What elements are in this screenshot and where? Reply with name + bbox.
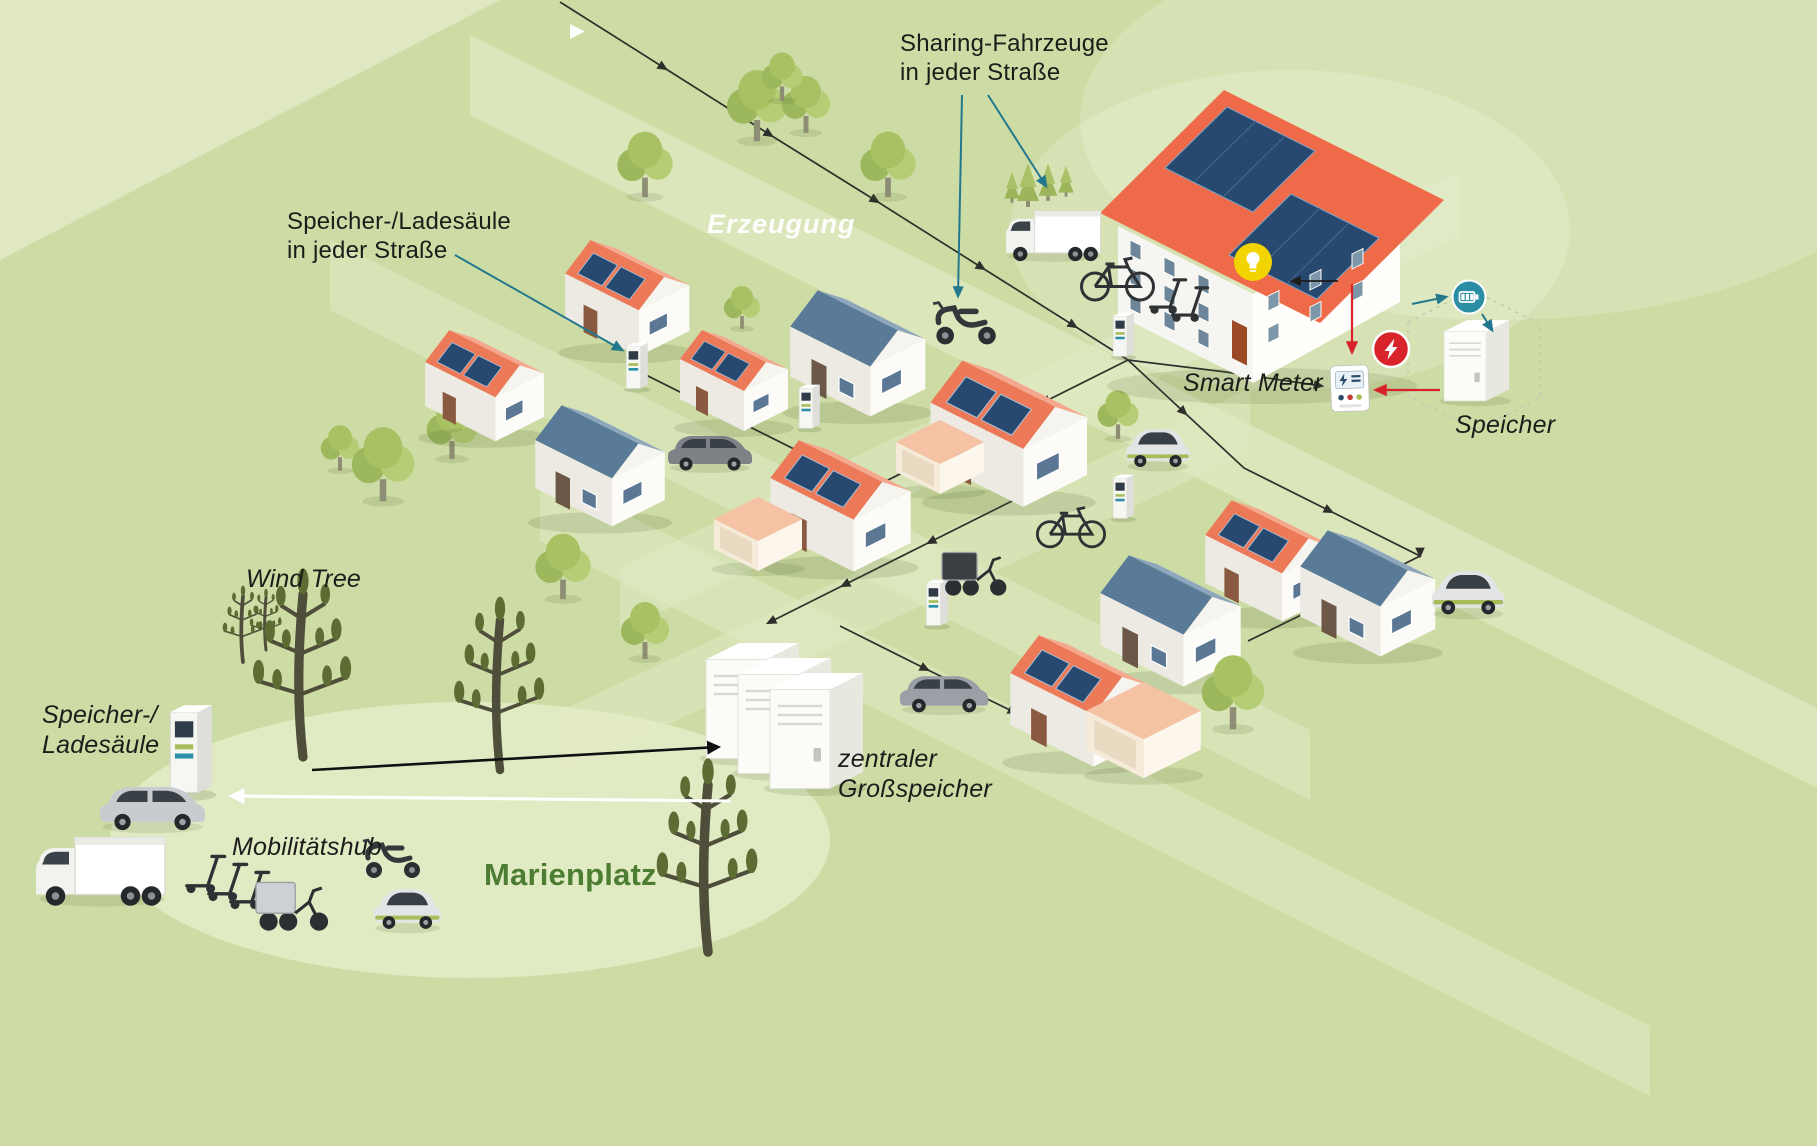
light-grass-patch (0, 0, 500, 260)
charging-column (796, 384, 823, 433)
apartment-building-solar (1100, 90, 1444, 404)
charging-column (164, 704, 218, 802)
label-sharing-vehicles: Sharing-Fahrzeuge in jeder Straße (900, 30, 1109, 86)
charging-column (623, 342, 651, 394)
power-flow-arrows-red (1345, 284, 1440, 397)
label-wind-tree: Wind Tree (246, 565, 362, 593)
pointer-arrow-white (228, 788, 731, 805)
battery-icon (1451, 279, 1487, 315)
solar-panel-array (1164, 106, 1380, 300)
pointer-arrow-black (311, 740, 722, 772)
lightning-icon (1371, 329, 1411, 369)
label-generation: Erzeugung (707, 209, 856, 239)
smart-meter-icon (1329, 364, 1371, 413)
road-direction-arrow (570, 24, 585, 39)
label-central-storage: zentraler Großspeicher (838, 745, 992, 803)
building-wall (1118, 226, 1253, 383)
storage-cabinet (1438, 319, 1513, 408)
lightbulb-icon (1233, 242, 1273, 282)
entrance-door (1232, 320, 1247, 366)
label-smart-meter: Smart Meter (1183, 369, 1323, 397)
label-storage: Speicher (1455, 411, 1556, 439)
label-storage-charging-station: Speicher-/ Ladesäule (42, 701, 160, 759)
annotation-arrows-teal (454, 94, 1494, 352)
speicher-zone-outline (1407, 289, 1541, 431)
label-mobility-hub: Mobilitätshub (232, 833, 382, 861)
charging-column (1110, 474, 1137, 523)
label-marienplatz: Marienplatz (484, 857, 657, 892)
label-storage-charging-street: Speicher-/Ladesäule in jeder Straße (287, 208, 511, 264)
charging-column (1110, 312, 1137, 361)
